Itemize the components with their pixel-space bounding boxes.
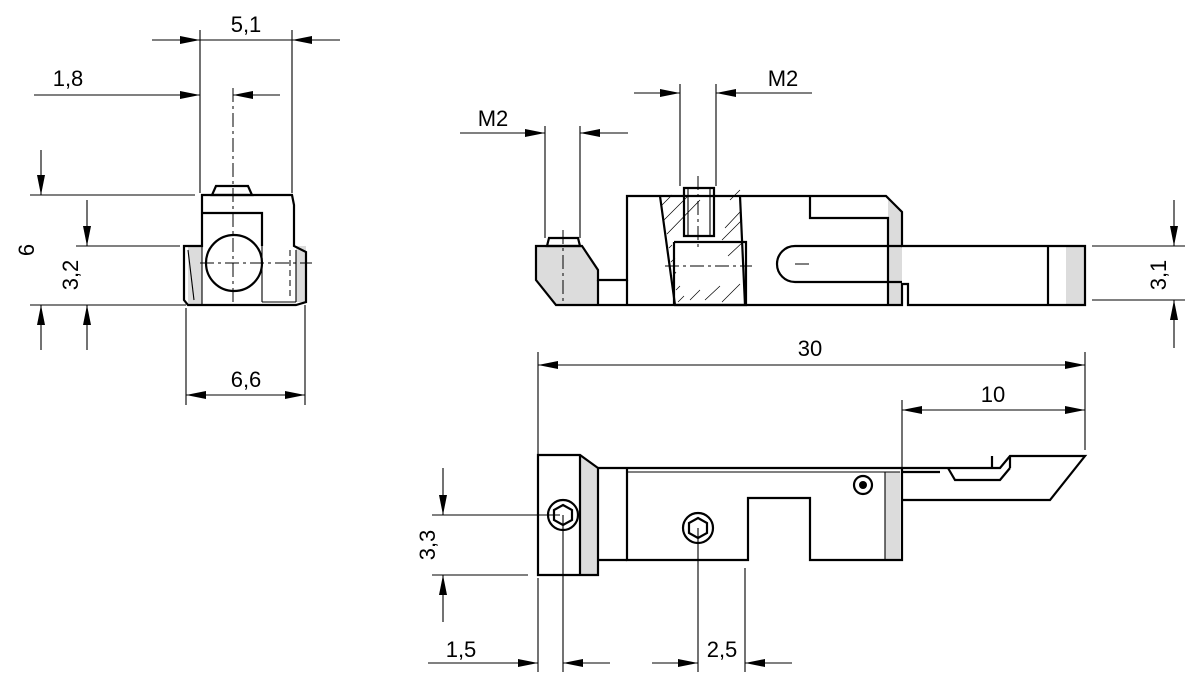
dim-3-3: 3,3 (415, 530, 440, 561)
dim-1-5: 1,5 (446, 637, 477, 662)
front-view (534, 176, 1087, 307)
dim-3-2: 3,2 (58, 260, 83, 291)
dim-3-1: 3,1 (1146, 260, 1171, 291)
top-view-dimensions: 30 10 3,3 1,5 2,5 (415, 336, 1086, 672)
dim-30: 30 (798, 336, 822, 361)
dim-6-6: 6,6 (231, 367, 262, 392)
dim-1-8: 1,8 (53, 66, 84, 91)
dim-m2-top: M2 (768, 66, 799, 91)
dim-6: 6 (14, 244, 39, 256)
top-view (536, 453, 1088, 577)
dim-5-1: 5,1 (231, 12, 262, 37)
dim-10: 10 (981, 382, 1005, 407)
side-view (182, 88, 312, 307)
side-view-dimensions: 5,1 1,8 6 3,2 6,6 (14, 12, 340, 405)
front-view-dimensions: M2 M2 3,1 (460, 66, 1185, 348)
dim-m2-left: M2 (478, 106, 509, 131)
dim-2-5: 2,5 (707, 637, 738, 662)
